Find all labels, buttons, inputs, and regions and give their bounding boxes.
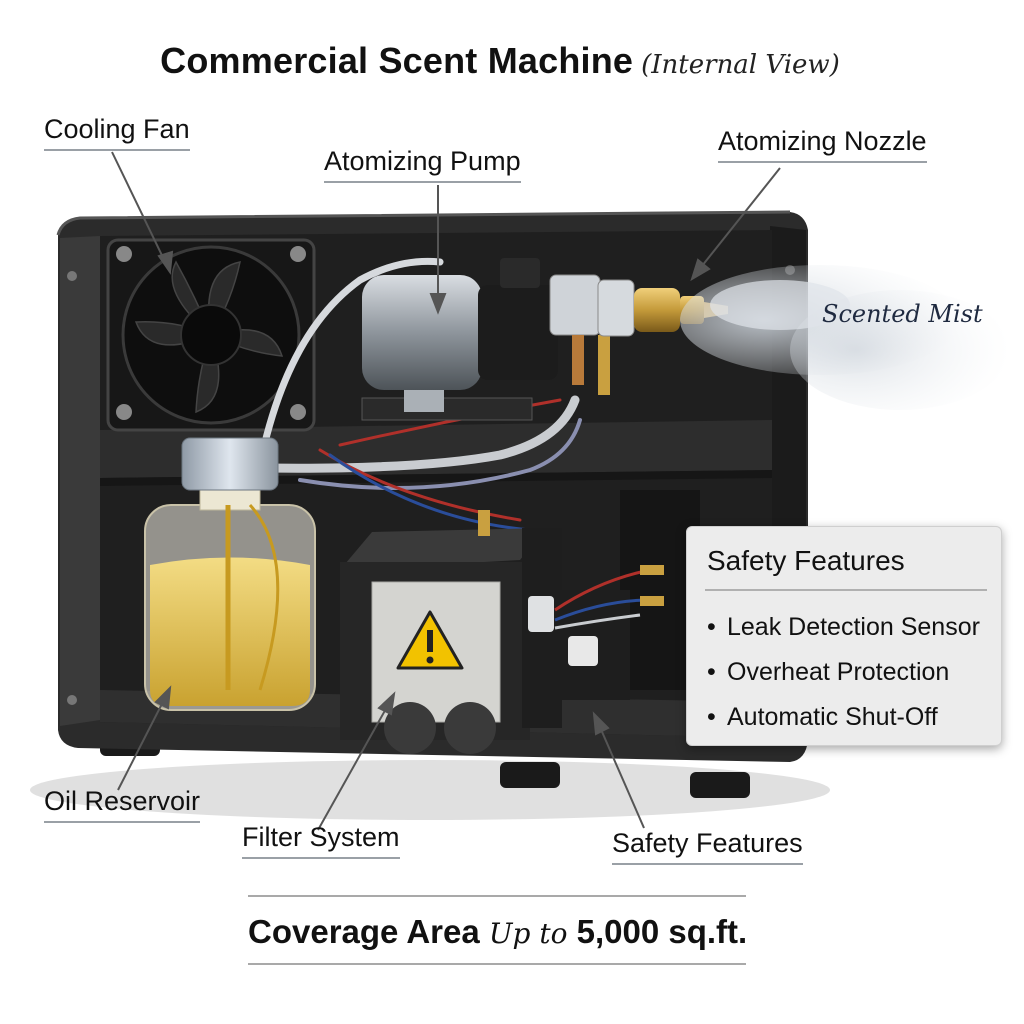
safety-panel-divider <box>705 589 987 591</box>
label-safety-features-text: Safety Features <box>612 828 803 858</box>
filter-system <box>340 510 562 754</box>
label-oil-reservoir: Oil Reservoir <box>44 786 200 823</box>
coverage-text: Coverage Area Up to 5,000 sq.ft. <box>248 913 746 951</box>
safety-feature-item: •Leak Detection Sensor <box>707 605 980 650</box>
coverage-prefix: Up to <box>489 917 568 950</box>
safety-feature-item: •Automatic Shut-Off <box>707 695 980 740</box>
coverage-rule-top <box>248 895 746 897</box>
coverage-rule-bottom <box>248 963 746 965</box>
safety-feature-text: Leak Detection Sensor <box>727 613 980 641</box>
label-atomizing-pump-text: Atomizing Pump <box>324 146 521 176</box>
title-main: Commercial Scent Machine <box>160 40 633 81</box>
safety-feature-text: Overheat Protection <box>727 658 949 686</box>
label-cooling-fan: Cooling Fan <box>44 114 190 151</box>
coverage-label: Coverage Area <box>248 913 480 950</box>
label-cooling-fan-text: Cooling Fan <box>44 114 190 144</box>
label-filter-system-text: Filter System <box>242 822 400 852</box>
safety-feature-list: •Leak Detection Sensor •Overheat Protect… <box>707 605 980 740</box>
label-filter-system: Filter System <box>242 822 400 859</box>
label-atomizing-pump: Atomizing Pump <box>324 146 521 183</box>
safety-feature-text: Automatic Shut-Off <box>727 703 938 731</box>
label-oil-reservoir-text: Oil Reservoir <box>44 786 200 816</box>
cooling-fan-icon <box>108 240 314 430</box>
coverage-area: Coverage Area Up to 5,000 sq.ft. <box>248 895 746 965</box>
label-safety-features: Safety Features <box>612 828 803 865</box>
coverage-value: 5,000 sq.ft. <box>577 913 748 950</box>
safety-features-panel: Safety Features •Leak Detection Sensor •… <box>686 526 1002 746</box>
label-scented-mist: Scented Mist <box>822 300 983 328</box>
label-atomizing-nozzle-text: Atomizing Nozzle <box>718 126 927 156</box>
title-sub: (Internal View) <box>641 50 840 80</box>
label-atomizing-nozzle: Atomizing Nozzle <box>718 126 927 163</box>
safety-panel-title: Safety Features <box>707 545 905 577</box>
page-title: Commercial Scent Machine (Internal View) <box>0 40 1000 82</box>
safety-feature-item: •Overheat Protection <box>707 650 980 695</box>
